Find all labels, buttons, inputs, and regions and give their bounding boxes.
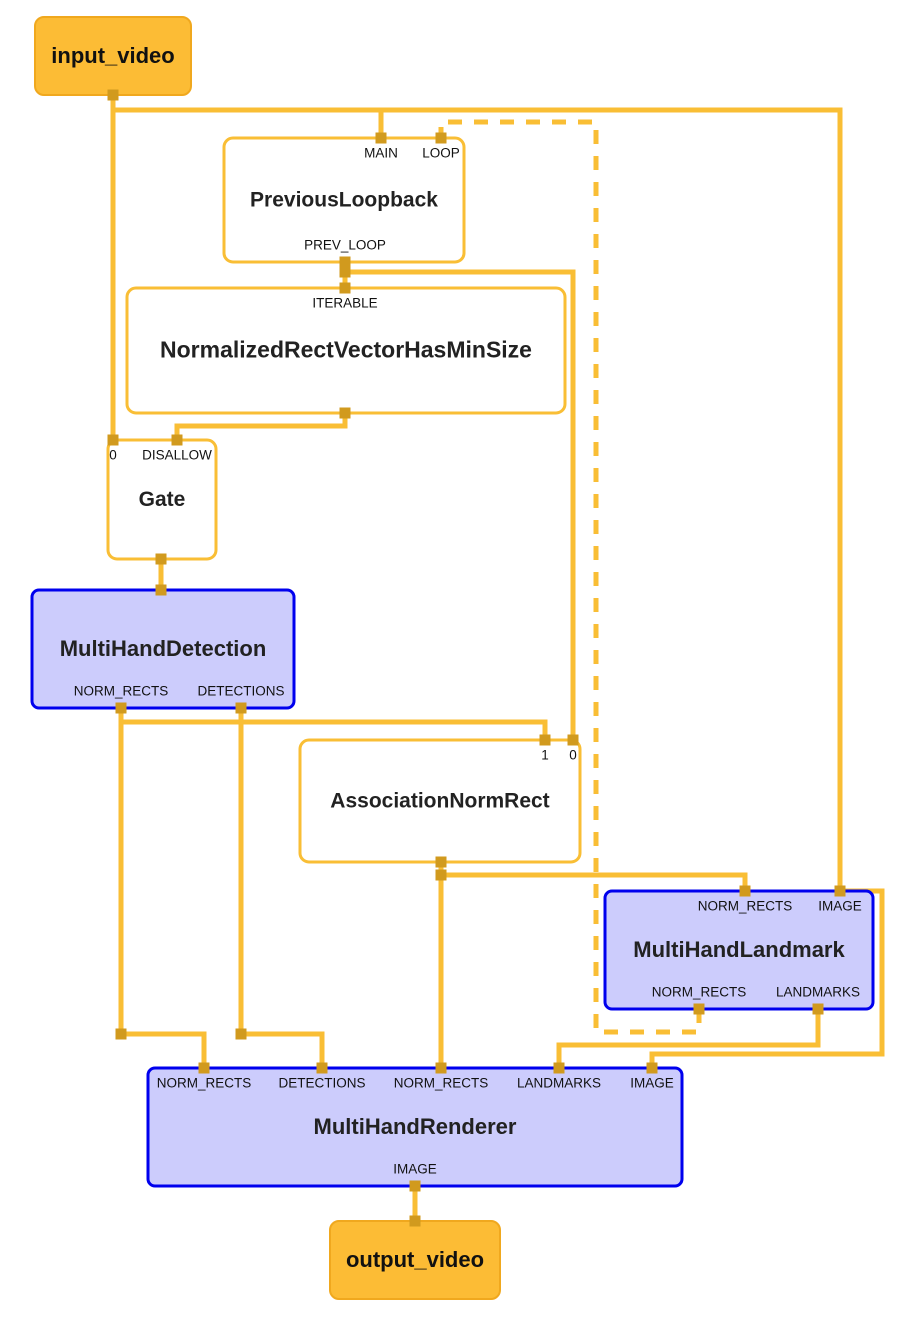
- output-port-multi_hand_renderer-0[interactable]: [409, 1180, 421, 1192]
- output-port-multi_hand_landmark-1[interactable]: [812, 1003, 824, 1015]
- output-port-gate-0[interactable]: [155, 553, 167, 565]
- node-gate[interactable]: Gate 0 DISALLOW: [106, 438, 218, 561]
- node-previous_loopback[interactable]: PreviousLoopback MAIN LOOP PREV_LOOP: [222, 136, 466, 264]
- input-port-label-association_norm_rect-1: 0: [569, 748, 577, 763]
- node-input_video[interactable]: input_video: [34, 16, 192, 96]
- node-label-normalized_rect_vector_has_min_size: NormalizedRectVectorHasMinSize: [160, 337, 532, 363]
- edge-input-to-prevloop-main[interactable]: [110, 95, 384, 138]
- edge-hasminsize-to-gate-disallow[interactable]: [174, 413, 348, 440]
- edge-input-to-landmark-image[interactable]: [113, 107, 843, 891]
- input-port-multi_hand_renderer-4[interactable]: [646, 1062, 658, 1074]
- edge-detection-normrects-to-assoc-1[interactable]: [118, 708, 548, 740]
- input-port-association_norm_rect-0[interactable]: [539, 734, 551, 746]
- input-port-previous_loopback-0[interactable]: [375, 132, 387, 144]
- input-port-label-multi_hand_renderer-2: NORM_RECTS: [394, 1076, 489, 1091]
- input-port-gate-1[interactable]: [171, 434, 183, 446]
- node-label-multi_hand_landmark: MultiHandLandmark: [633, 937, 845, 962]
- input-port-output_video-0[interactable]: [409, 1215, 421, 1227]
- edge-loop-dashed-from-landmark-normrects[interactable]: [438, 119, 702, 1035]
- junction-detection-normrects-bend: [115, 1028, 127, 1040]
- node-label-input_video: input_video: [51, 43, 174, 68]
- node-multi_hand_renderer[interactable]: MultiHandRenderer NORM_RECTS DETECTIONS NOR…: [146, 1066, 684, 1188]
- input-port-label-multi_hand_renderer-4: IMAGE: [630, 1076, 674, 1091]
- output-port-association_norm_rect-0[interactable]: [435, 856, 447, 868]
- output-port-input_video-0[interactable]: [107, 89, 119, 101]
- input-port-association_norm_rect-1[interactable]: [567, 734, 579, 746]
- input-port-label-normalized_rect_vector_has_min_size-0: ITERABLE: [312, 296, 377, 311]
- input-port-previous_loopback-1[interactable]: [435, 132, 447, 144]
- input-port-label-multi_hand_landmark-0: NORM_RECTS: [698, 899, 793, 914]
- output-port-normalized_rect_vector_has_min_size-0[interactable]: [339, 407, 351, 419]
- input-port-label-multi_hand_renderer-3: LANDMARKS: [517, 1076, 601, 1091]
- input-port-label-previous_loopback-0: MAIN: [364, 146, 398, 161]
- output-port-label-multi_hand_renderer-0: IMAGE: [393, 1162, 437, 1177]
- junction-detection-detections-bend: [235, 1028, 247, 1040]
- input-port-multi_hand_renderer-1[interactable]: [316, 1062, 328, 1074]
- edge-detection-detections-to-renderer[interactable]: [238, 708, 325, 1068]
- node-label-association_norm_rect: AssociationNormRect: [330, 790, 549, 813]
- input-port-label-multi_hand_renderer-1: DETECTIONS: [278, 1076, 365, 1091]
- input-port-normalized_rect_vector_has_min_size-0[interactable]: [339, 282, 351, 294]
- edge-assoc-to-landmark-normrects[interactable]: [438, 862, 748, 891]
- output-port-previous_loopback-0[interactable]: [339, 256, 351, 268]
- output-port-multi_hand_detection-1[interactable]: [235, 702, 247, 714]
- input-port-multi_hand_detection-0[interactable]: [155, 584, 167, 596]
- input-port-multi_hand_landmark-0[interactable]: [739, 885, 751, 897]
- output-port-label-previous_loopback-0: PREV_LOOP: [304, 238, 386, 253]
- input-port-label-gate-1: DISALLOW: [142, 448, 212, 463]
- input-port-multi_hand_renderer-3[interactable]: [553, 1062, 565, 1074]
- input-port-gate-0[interactable]: [107, 434, 119, 446]
- input-port-label-previous_loopback-1: LOOP: [422, 146, 460, 161]
- edge-detection-normrects-to-renderer[interactable]: [118, 708, 207, 1068]
- output-port-label-multi_hand_landmark-1: LANDMARKS: [776, 985, 860, 1000]
- output-port-multi_hand_landmark-0[interactable]: [693, 1003, 705, 1015]
- input-port-label-multi_hand_renderer-0: NORM_RECTS: [157, 1076, 252, 1091]
- output-port-label-multi_hand_detection-1: DETECTIONS: [197, 684, 284, 699]
- node-normalized_rect_vector_has_min_size[interactable]: NormalizedRectVectorHasMinSize ITERABLE: [125, 286, 567, 415]
- edge-landmark-landmarks-to-renderer[interactable]: [556, 1009, 821, 1068]
- input-port-multi_hand_renderer-2[interactable]: [435, 1062, 447, 1074]
- node-association_norm_rect[interactable]: AssociationNormRect 1 0: [298, 738, 582, 864]
- node-label-output_video: output_video: [346, 1247, 484, 1272]
- junction-prevloop-branch: [339, 266, 351, 278]
- node-box: [603, 889, 875, 1011]
- node-label-gate: Gate: [139, 488, 186, 511]
- node-label-previous_loopback: PreviousLoopback: [250, 189, 438, 212]
- output-port-label-multi_hand_landmark-0: NORM_RECTS: [652, 985, 747, 1000]
- output-port-label-multi_hand_detection-0: NORM_RECTS: [74, 684, 169, 699]
- junction-assoc-out-bend: [435, 869, 447, 881]
- node-label-multi_hand_detection: MultiHandDetection: [60, 636, 267, 661]
- node-output_video[interactable]: output_video: [329, 1220, 501, 1300]
- ports-layer: [107, 89, 846, 1227]
- input-port-label-association_norm_rect-0: 1: [541, 748, 549, 763]
- input-port-multi_hand_renderer-0[interactable]: [198, 1062, 210, 1074]
- input-port-label-multi_hand_landmark-1: IMAGE: [818, 899, 862, 914]
- input-port-label-gate-0: 0: [109, 448, 117, 463]
- node-label-multi_hand_renderer: MultiHandRenderer: [314, 1114, 517, 1139]
- output-port-multi_hand_detection-0[interactable]: [115, 702, 127, 714]
- input-port-multi_hand_landmark-1[interactable]: [834, 885, 846, 897]
- edge-prevloop-to-assoc-0[interactable]: [345, 269, 576, 740]
